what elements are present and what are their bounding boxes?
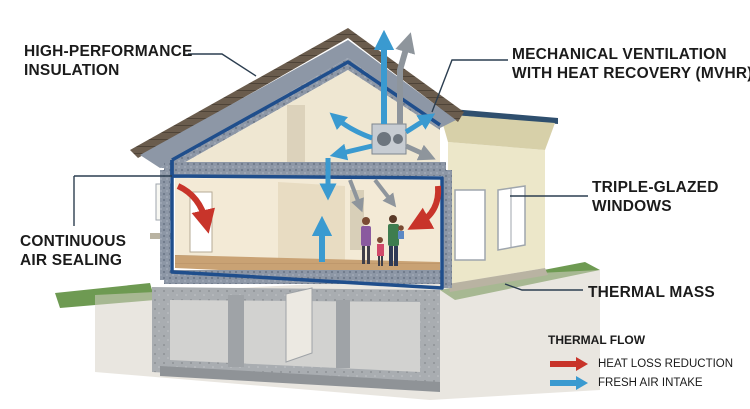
thermal-flow-legend: THERMAL FLOW HEAT LOSS REDUCTION FRESH A…: [548, 333, 733, 392]
walls: [150, 70, 486, 280]
leader-lines: [73, 53, 588, 291]
legend-item-heat-loss: HEAT LOSS REDUCTION: [548, 354, 733, 373]
label-mvhr-line1: MECHANICAL VENTILATION: [512, 46, 727, 63]
label-windows: TRIPLE-GLAZED WINDOWS: [592, 178, 719, 216]
basement: [152, 287, 440, 392]
legend-title: THERMAL FLOW: [548, 333, 646, 347]
label-air-sealing: CONTINUOUS AIR SEALING: [20, 232, 126, 270]
legend-label-heat-loss: HEAT LOSS REDUCTION: [598, 357, 734, 370]
blue-arrow-icon: [550, 375, 588, 390]
label-mvhr: MECHANICAL VENTILATION WITH HEAT RECOVER…: [512, 45, 750, 83]
legend-label-fresh-air: FRESH AIR INTAKE: [598, 376, 703, 389]
heat-loss-arrows: [176, 183, 442, 234]
label-thermal-mass-line1: THERMAL MASS: [588, 284, 715, 301]
label-mvhr-line2: WITH HEAT RECOVERY (MVHR): [512, 65, 750, 82]
label-windows-line2: WINDOWS: [592, 198, 672, 215]
label-air-sealing-line1: CONTINUOUS: [20, 233, 127, 250]
label-insulation-line1: HIGH-PERFORMANCE: [24, 43, 193, 60]
label-insulation: HIGH-PERFORMANCE INSULATION: [24, 42, 193, 80]
legend-item-fresh-air: FRESH AIR INTAKE: [548, 373, 733, 392]
airtight-layer: [170, 60, 444, 290]
label-thermal-mass: THERMAL MASS: [588, 283, 715, 302]
red-arrow-icon: [550, 356, 588, 371]
mvhr-ducts: [311, 29, 436, 262]
label-air-sealing-line2: AIR SEALING: [20, 252, 123, 269]
insulation-layer: [160, 162, 452, 288]
family-figures: [361, 215, 404, 266]
label-insulation-line2: INSULATION: [24, 62, 120, 79]
label-windows-line1: TRIPLE-GLAZED: [592, 179, 719, 196]
